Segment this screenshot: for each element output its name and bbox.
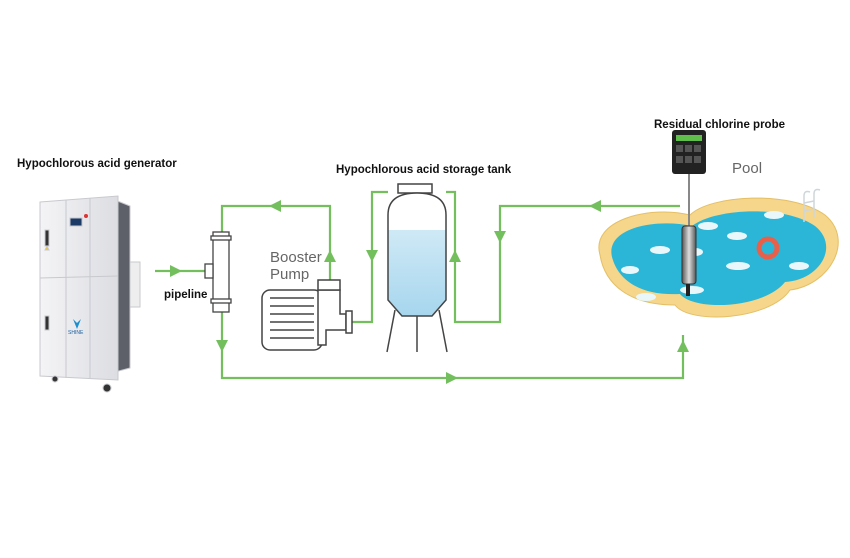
generator-label: Hypochlorous acid generator bbox=[17, 158, 177, 170]
life-ring-icon bbox=[756, 236, 780, 260]
ladder-icon bbox=[803, 188, 821, 222]
booster-pump bbox=[261, 279, 353, 351]
arrow-up-icon bbox=[324, 250, 336, 262]
chlorine-probe bbox=[672, 130, 706, 296]
storage-tank bbox=[386, 183, 448, 353]
arrow-down-icon bbox=[494, 231, 506, 243]
generator-cabinet bbox=[39, 195, 141, 393]
booster-pump-label-line2: Pump bbox=[270, 266, 310, 283]
arrow-left-icon bbox=[269, 200, 281, 212]
brand-logo-icon bbox=[73, 319, 81, 329]
arrow-right-icon bbox=[446, 372, 458, 384]
tank-to-pool-pipe bbox=[446, 190, 680, 324]
arrow-down-icon bbox=[216, 340, 228, 352]
pipe-tee bbox=[204, 231, 232, 313]
probe-label: Residual chlorine probe bbox=[654, 119, 785, 131]
arrow-right-icon bbox=[170, 265, 182, 277]
arrow-up-icon bbox=[677, 340, 689, 352]
pipeline-label: pipeline bbox=[164, 289, 208, 301]
booster-pump-label-line1: Booster bbox=[270, 249, 322, 266]
flow-arrows bbox=[170, 200, 689, 384]
pool bbox=[598, 188, 839, 318]
brand-logo-text: SHINE bbox=[68, 330, 84, 336]
storage-tank-label: Hypochlorous acid storage tank bbox=[336, 164, 512, 176]
arrow-up-icon bbox=[449, 250, 461, 262]
pool-label: Pool bbox=[732, 160, 763, 177]
booster-pump-label: Booster Pump bbox=[270, 249, 322, 283]
arrow-down-icon bbox=[366, 250, 378, 262]
arrow-left-icon bbox=[589, 200, 601, 212]
